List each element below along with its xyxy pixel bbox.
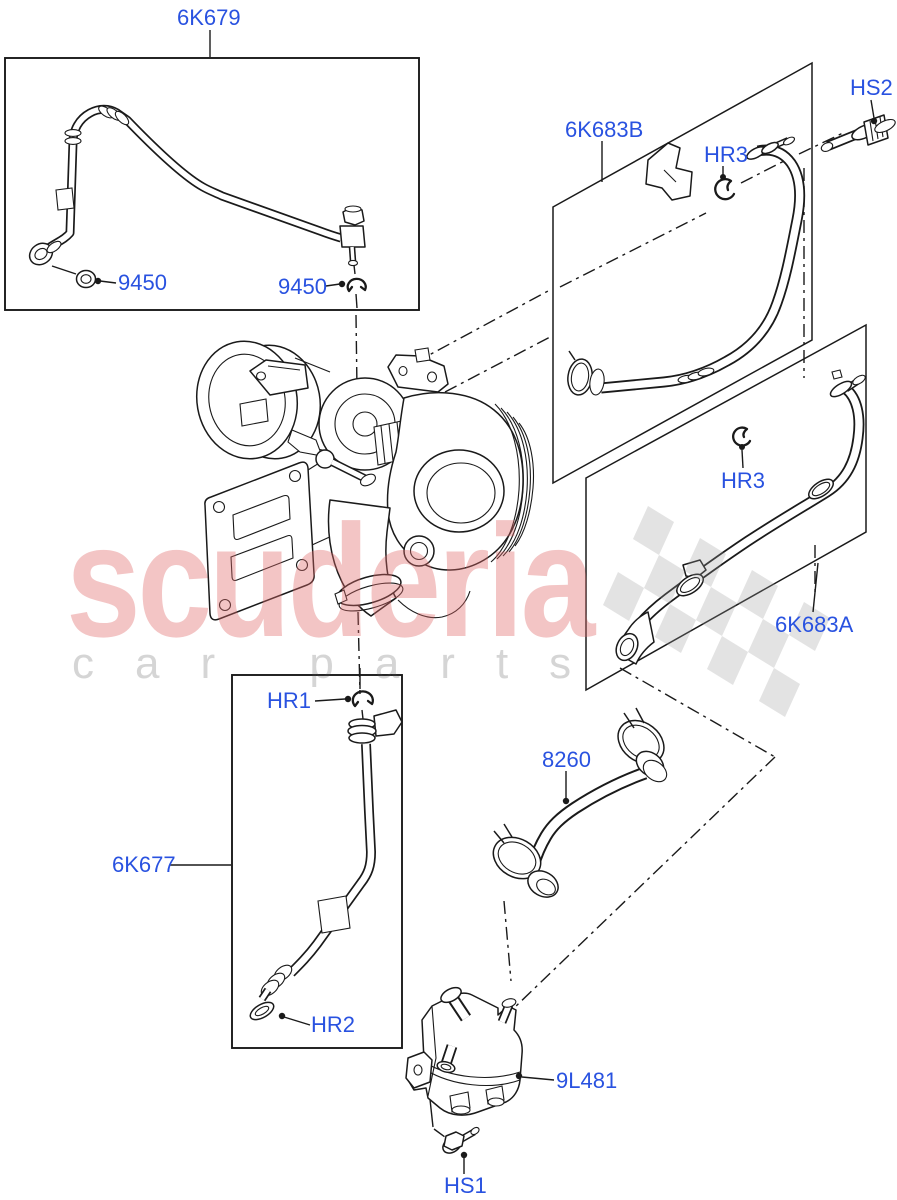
checker-cell	[603, 572, 644, 621]
label-6k677[interactable]: 6K677	[112, 852, 176, 877]
label-9450-right[interactable]: 9450	[278, 274, 327, 299]
water-connector-9l481-drawing	[405, 986, 523, 1116]
checker-cell	[789, 602, 830, 651]
checker-flag	[603, 506, 830, 717]
label-9l481[interactable]: 9L481	[556, 1068, 617, 1093]
checker-cell	[644, 555, 685, 604]
turbo-oil-pipe-drawing	[28, 104, 366, 267]
hose-8260-drawing	[492, 707, 668, 898]
checker-cell	[707, 636, 748, 685]
checker-cell	[655, 604, 696, 653]
clip-hr3-lower-drawing	[732, 426, 752, 447]
retaining-clip-9450	[346, 264, 367, 309]
hose-clamp	[676, 573, 704, 597]
hose-panel-lower	[585, 323, 867, 692]
gasket-hr2-drawing	[249, 1001, 275, 1021]
label-6k683b[interactable]: 6K683B	[565, 117, 643, 142]
checker-cell	[737, 570, 778, 619]
throttle-opening	[413, 449, 505, 533]
pipe-tag	[317, 895, 351, 934]
panel-frame-6k683b	[552, 61, 813, 485]
parts-box-frame	[4, 57, 420, 311]
checker-cell	[748, 619, 789, 668]
screw-hs2-drawing	[820, 114, 896, 152]
label-6k679[interactable]: 6K679	[177, 5, 241, 30]
top-parts-box	[4, 57, 420, 311]
checker-cell	[696, 587, 737, 636]
checker-cell	[759, 668, 800, 717]
callout-layer: 6K679 9450 9450 6K683B HS2 HR3 HR3 6K683…	[94, 5, 893, 1198]
label-hr1[interactable]: HR1	[267, 688, 311, 713]
screw-hs1-drawing	[442, 1126, 480, 1154]
label-9450-left[interactable]: 9450	[118, 270, 167, 295]
intake-slot	[239, 398, 269, 427]
vent-pipe-drawing	[258, 709, 403, 1002]
brand-watermark: scuderia	[66, 491, 596, 670]
checker-cell	[685, 538, 726, 587]
parts-box-frame	[231, 674, 403, 1049]
checker-cell	[633, 506, 674, 555]
clip-hr1-drawing	[351, 668, 374, 720]
clip-hr3-upper-drawing	[714, 178, 736, 201]
hose-clamp	[808, 478, 834, 500]
brand-subtitle-watermark: car parts	[72, 639, 612, 688]
hose-6k683b-drawing	[567, 136, 806, 396]
label-hr3-lower[interactable]: HR3	[721, 468, 765, 493]
hose-6k683a-drawing	[615, 369, 866, 665]
label-hr2[interactable]: HR2	[311, 1012, 355, 1037]
panel-frame-6k683a	[585, 323, 867, 692]
banjo-bolt-fitting	[339, 205, 366, 267]
label-6k683a[interactable]: 6K683A	[775, 612, 854, 637]
port	[403, 535, 435, 567]
label-hs2[interactable]: HS2	[850, 75, 893, 100]
hose-bracket	[645, 142, 693, 201]
pipe-tag	[55, 187, 75, 211]
pipe-bracket	[373, 709, 403, 737]
turbocharger-drawing	[195, 340, 534, 621]
sealing-washer	[51, 265, 97, 289]
label-hr3-upper[interactable]: HR3	[704, 142, 748, 167]
top-bracket	[387, 354, 449, 393]
hose-panel-upper	[552, 61, 813, 485]
bottom-parts-box	[231, 668, 403, 1049]
watermark-layer: scuderia car parts	[66, 491, 830, 717]
label-8260[interactable]: 8260	[542, 747, 591, 772]
label-hs1[interactable]: HS1	[444, 1173, 487, 1198]
